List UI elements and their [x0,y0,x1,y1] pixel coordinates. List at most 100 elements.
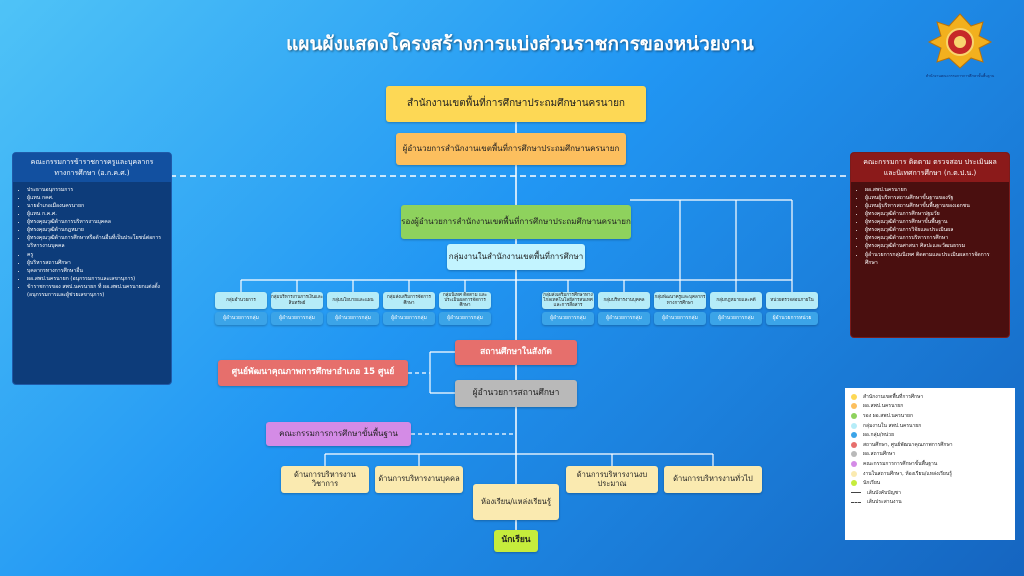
legend-item: สำนักงานเขตพื้นที่การศึกษา [851,392,1009,402]
legend-item: ผอ.สพป.นครนายก [851,402,1009,412]
group-head: ผู้อำนวยการกลุ่ม [215,312,267,325]
committee-box: คณะกรรมการการศึกษาขั้นพื้นฐาน [266,422,411,446]
left-committee-panel: คณะกรรมการข้าราชการครูและบุคลากรทางการศึ… [12,152,172,385]
classroom-box: ห้องเรียน/แหล่งเรียนรู้ [473,484,559,520]
logo-caption: สำนักงานคณะกรรมการการศึกษาขั้นพื้นฐาน [925,74,995,78]
group-name: กลุ่มนโยบายและแผน [327,292,379,309]
legend-items: สำนักงานเขตพื้นที่การศึกษา ผอ.สพป.นครนาย… [851,392,1009,488]
legend-swatch [851,470,857,477]
legend-label: คณะกรรมการการศึกษาขั้นพื้นฐาน [863,460,938,467]
legend-label: รอง ผอ.สพป.นครนายก [863,412,913,419]
legend-item: คณะกรรมการการศึกษาขั้นพื้นฐาน [851,459,1009,469]
left-panel-title: คณะกรรมการข้าราชการครูและบุคลากรทางการศึ… [13,153,171,182]
group-name: กลุ่มบริหารงานบุคคล [598,292,650,309]
group-head: ผู้อำนวยการกลุ่ม [542,312,594,325]
list-item: ผู้แทนผู้บริหารสถานศึกษาขั้นพื้นฐานของเอ… [865,202,1001,210]
group-head: ผู้อำนวยการกลุ่ม [710,312,762,325]
page-title: แผนผังแสดงโครงสร้างการแบ่งส่วนราชการของห… [286,33,754,55]
legend: สำนักงานเขตพื้นที่การศึกษา ผอ.สพป.นครนาย… [845,388,1015,540]
list-item: บุคลากรทางการศึกษาอื่น [27,267,163,275]
emblem-icon [927,13,993,69]
list-item: ผู้ทรงคุณวุฒิด้านการบริหารงานบุคคล [27,218,163,226]
legend-swatch [851,451,857,458]
legend-label: กลุ่มงานใน สพป.นครนายก [863,422,922,429]
legend-swatch [851,422,857,429]
legend-label: งานในสถานศึกษา, ห้องเรียน/แหล่งเรียนรู้ [863,470,952,477]
legend-swatch [851,441,857,448]
legend-solid-line: เส้นบังคับบัญชา [851,488,1009,498]
list-item: ผู้อำนวยการกลุ่มนิเทศ ติดตามและประเมินผล… [865,251,1001,267]
list-item: ผู้ทรงคุณวุฒิด้านการวิจัยและประเมินผล [865,226,1001,234]
admin-area-personnel: ด้านการบริหารงานบุคคล [375,466,463,493]
list-item: นายอำเภอเมืองนครนายก [27,202,163,210]
legend-swatch [851,412,857,419]
group-head: ผู้อำนวยการกลุ่ม [439,312,491,325]
list-item: ผู้ทรงคุณวุฒิด้านกฎหมาย [27,226,163,234]
legend-label: นักเรียน [863,480,881,487]
office-box: สำนักงานเขตพื้นที่การศึกษาประถมศึกษานครน… [386,86,646,122]
list-item: ประธานอนุกรรมการ [27,186,163,194]
legend-swatch [851,393,857,400]
group-name: หน่วยตรวจสอบภายใน [766,292,818,309]
legend-item: นักเรียน [851,478,1009,488]
list-item: ผอ.สพป.นครนายก [865,186,1001,194]
list-item: ผู้บริหารสถานศึกษา [27,259,163,267]
list-item: ครู [27,251,163,259]
list-item: ผู้แทน ก.ค.ศ. [27,210,163,218]
solid-line-symbol [851,492,861,494]
legend-swatch [851,460,857,467]
list-item: ผู้แทนผู้บริหารสถานศึกษาขั้นฐานของรัฐ [865,194,1001,202]
list-item: ข้าราชการของ สพป.นครนายก ที่ ผอ.สพป.นครน… [27,283,163,299]
legend-item: ผอ.กลุ่ม/หน่วย [851,430,1009,440]
legend-item: กลุ่มงานใน สพป.นครนายก [851,421,1009,431]
legend-swatch [851,432,857,439]
group-name: กลุ่มพัฒนาครูและบุคลากรทางการศึกษา [654,292,706,309]
right-panel-list: ผอ.สพป.นครนายก ผู้แทนผู้บริหารสถานศึกษาข… [851,182,1009,271]
school-director-box: ผู้อำนวยการสถานศึกษา [455,380,577,407]
deputy-box: รองผู้อำนวยการสำนักงานเขตพื้นที่การศึกษา… [401,205,631,239]
legend-label: สำนักงานเขตพื้นที่การศึกษา [863,393,924,400]
logo: สำนักงานคณะกรรมการการศึกษาขั้นพื้นฐาน [925,12,995,80]
list-item: ผู้ทรงคุณวุฒิด้านการศึกษาหรือด้านอื่นที่… [27,234,163,250]
admin-area-general: ด้านการบริหารงานทั่วไป [664,466,762,493]
center-box: ศูนย์พัฒนาคุณภาพการศึกษาอำเภอ 15 ศูนย์ [218,360,408,386]
legend-label: ผอ.กลุ่ม/หน่วย [863,432,895,439]
group-head: ผู้อำนวยการกลุ่ม [598,312,650,325]
dashed-line-symbol [851,501,861,503]
legend-item: งานในสถานศึกษา, ห้องเรียน/แหล่งเรียนรู้ [851,469,1009,479]
admin-area-budget: ด้านการบริหารงานงบประมาณ [566,466,658,493]
legend-swatch [851,403,857,410]
legend-dashed-line: เส้นประสานงาน [851,498,1009,508]
list-item: ผู้แทน กคศ. [27,194,163,202]
director-box: ผู้อำนวยการสำนักงานเขตพื้นที่การศึกษาประ… [396,133,626,165]
list-item: ผอ.สพป.นครนายก (อนุกรรมการและเลขานุการ) [27,275,163,283]
admin-area-academic: ด้านการบริหารงานวิชาการ [281,466,369,493]
legend-item: สถานศึกษา, ศูนย์พัฒนาคุณภาพการศึกษา [851,440,1009,450]
list-item: ผู้ทรงคุณวุฒิด้านการบริหารการศึกษา [865,234,1001,242]
legend-item: รอง ผอ.สพป.นครนายก [851,411,1009,421]
group-head: ผู้อำนวยการกลุ่ม [271,312,323,325]
legend-label: สถานศึกษา, ศูนย์พัฒนาคุณภาพการศึกษา [863,441,953,448]
group-head: ผู้อำนวยการกลุ่ม [327,312,379,325]
right-panel-title: คณะกรรมการ ติดตาม ตรวจสอบ ประเมินผล และน… [851,153,1009,182]
legend-item: ผอ.สถานศึกษา [851,450,1009,460]
list-item: ผู้ทรงคุณวุฒิด้านการศึกษาปฐมวัย [865,210,1001,218]
right-committee-panel: คณะกรรมการ ติดตาม ตรวจสอบ ประเมินผล และน… [850,152,1010,338]
group-name: กลุ่มอำนวยการ [215,292,267,309]
group-head: ผู้อำนวยการกลุ่ม [383,312,435,325]
groups-header: กลุ่มงานในสำนักงานเขตพื้นที่การศึกษา [447,244,585,270]
left-panel-list: ประธานอนุกรรมการ ผู้แทน กคศ. นายอำเภอเมื… [13,182,171,303]
list-item: ผู้ทรงคุณวุฒิด้านการศึกษาขั้นพื้นฐาน [865,218,1001,226]
group-name: กลุ่มนิเทศ ติดตาม และประเมินผลการจัดการศ… [439,292,491,309]
legend-label: ผอ.สถานศึกษา [863,451,896,458]
student-box: นักเรียน [494,530,538,552]
group-head: ผู้อำนวยการกลุ่ม [654,312,706,325]
group-name: กลุ่มส่งเสริมการจัดการศึกษา [383,292,435,309]
legend-label: เส้นประสานงาน [867,499,902,506]
group-name: กลุ่มกฎหมายและคดี [710,292,762,309]
legend-swatch [851,480,857,487]
list-item: ผู้ทรงคุณวุฒิด้านศาสนา ศิลปะและวัฒนธรรม [865,242,1001,250]
schools-box: สถานศึกษาในสังกัด [455,340,577,365]
legend-label: เส้นบังคับบัญชา [867,489,901,496]
